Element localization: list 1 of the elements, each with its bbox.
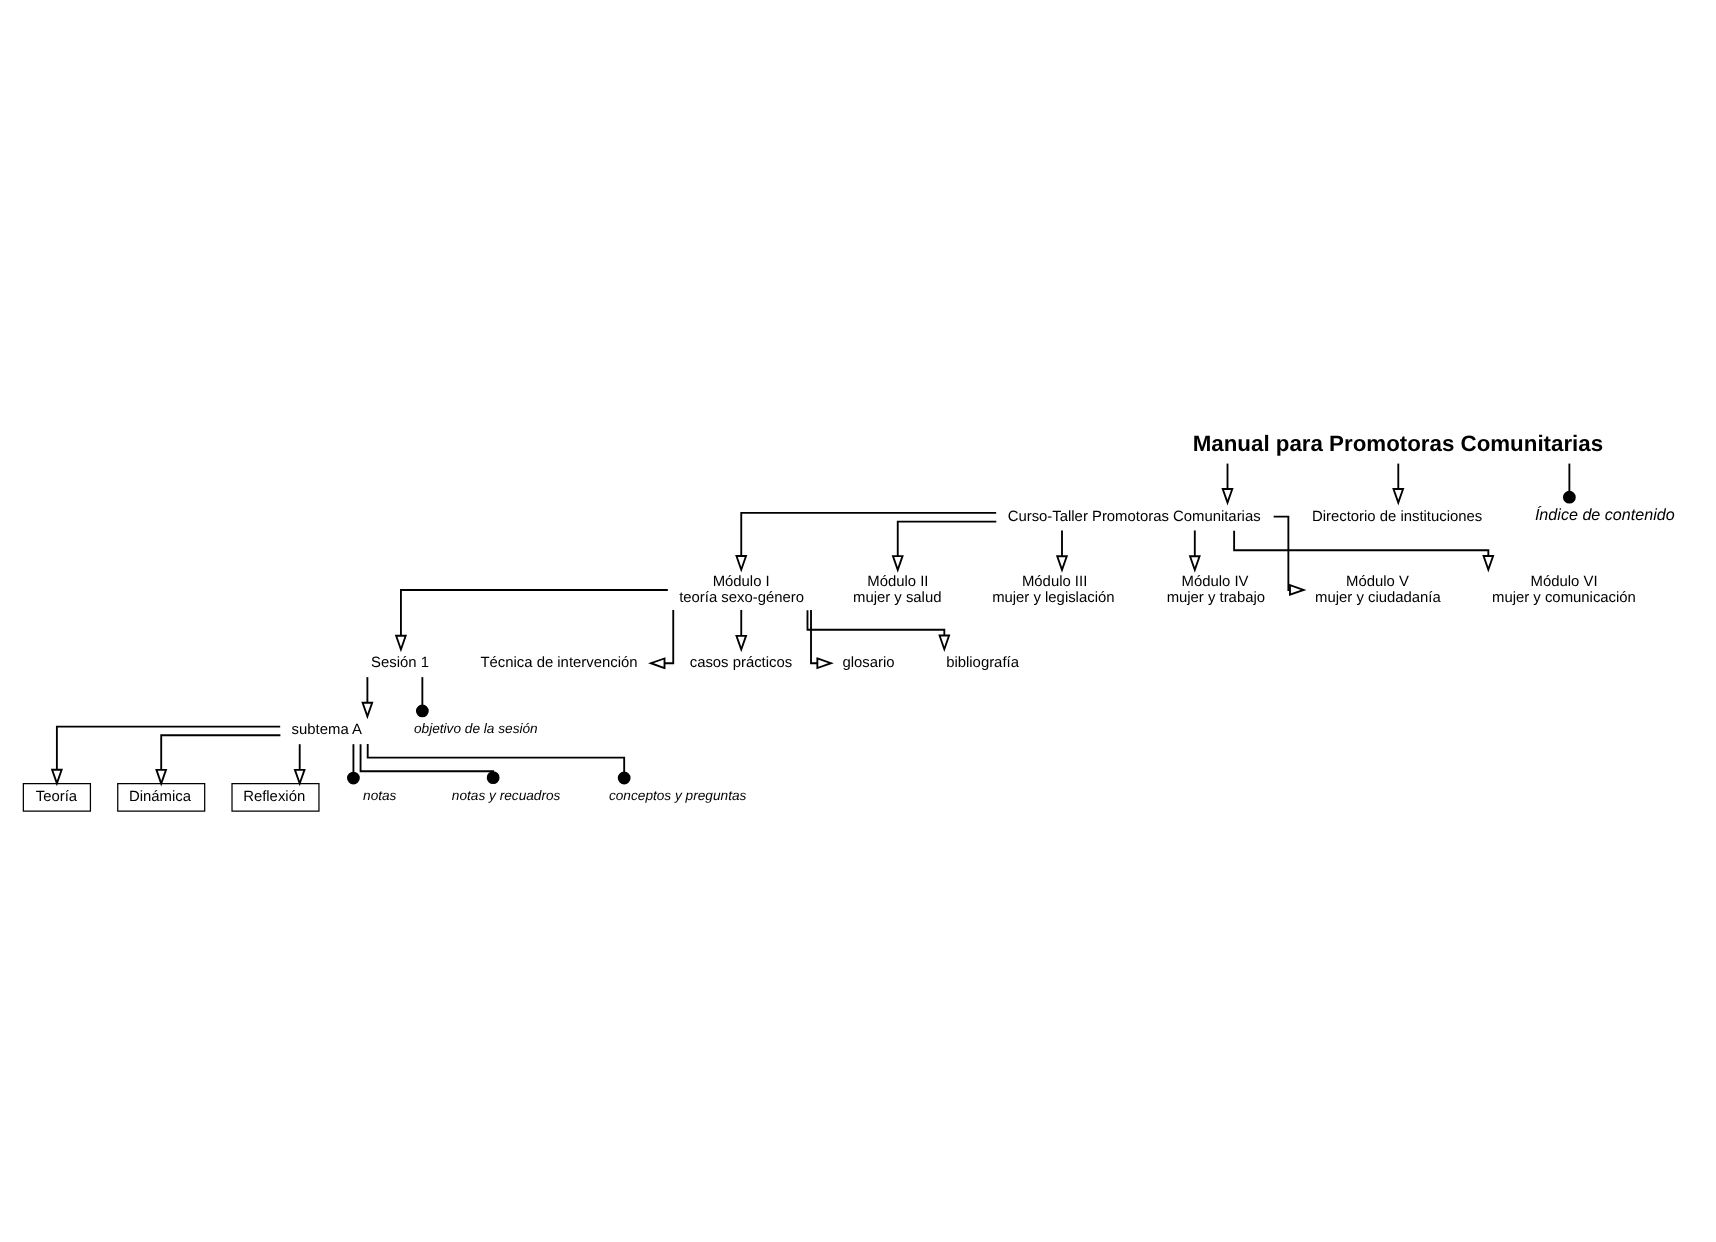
node-text: Manual para Promotoras Comunitarias [1192, 433, 1604, 458]
